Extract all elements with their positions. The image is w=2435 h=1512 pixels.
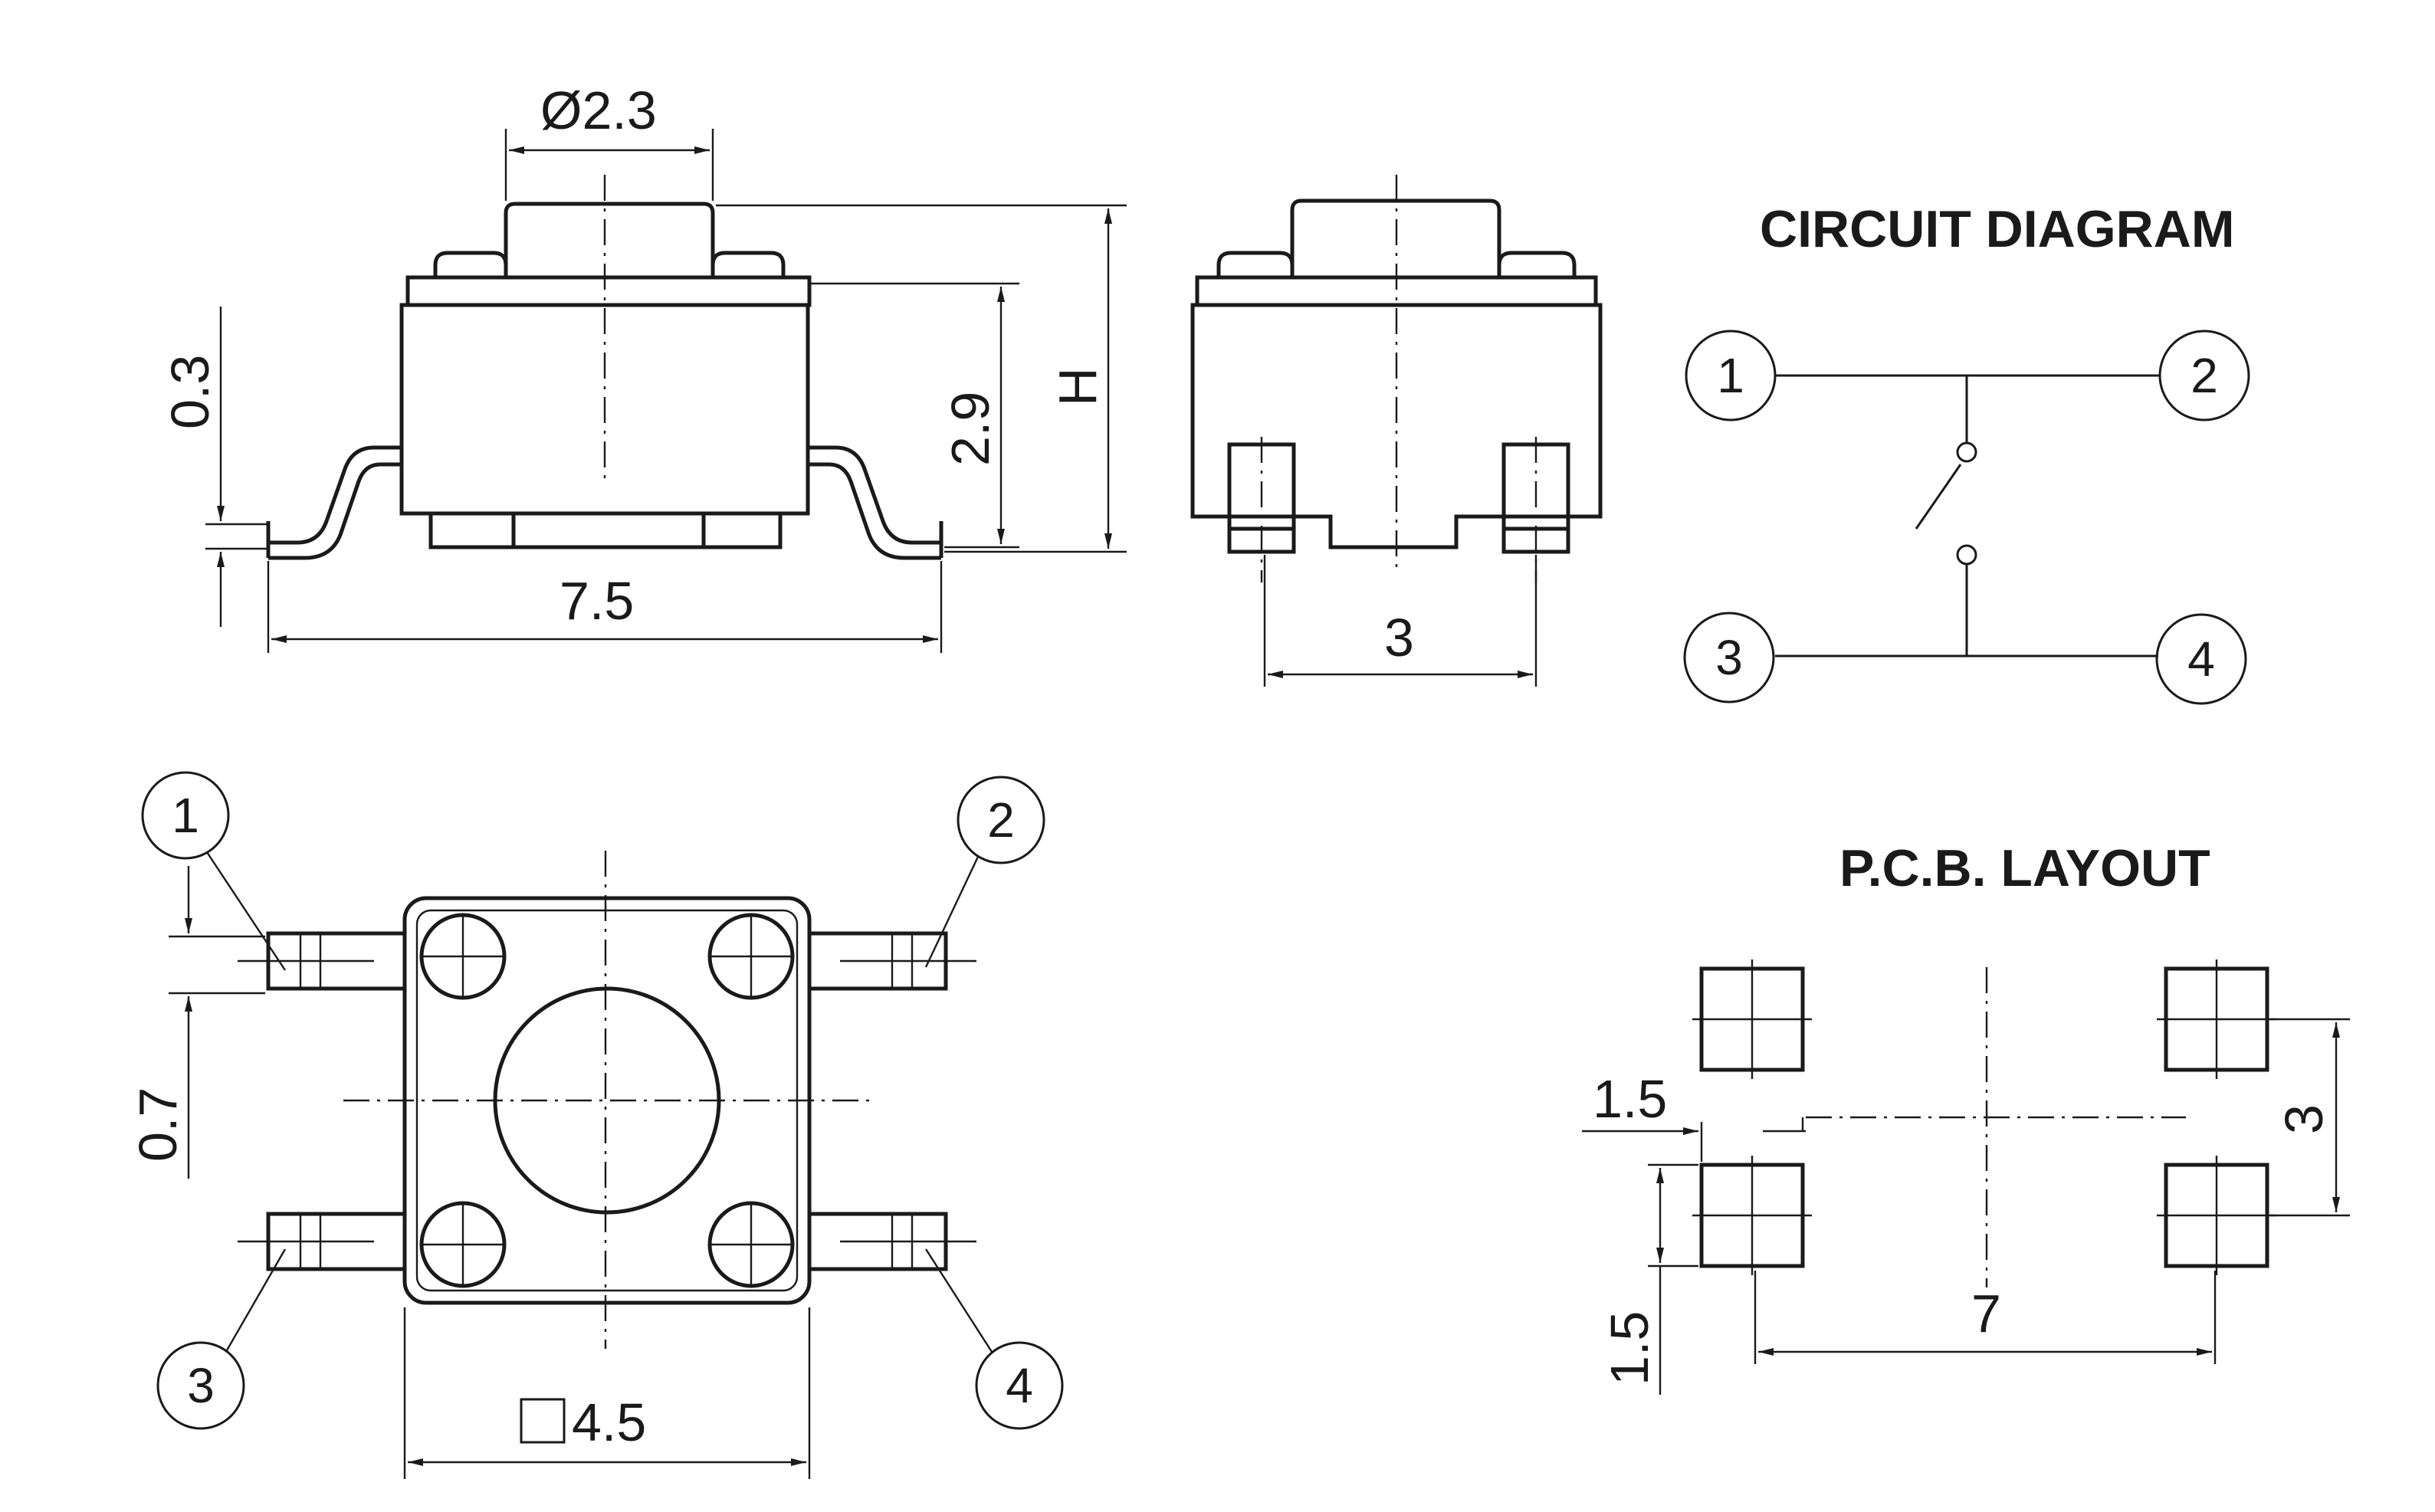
circuit-pin-1: 1 [1717,348,1744,403]
pcb-row-pitch-label: 3 [2274,1104,2334,1134]
body-height-label: 2.9 [940,392,1000,466]
lead-span-label: 7.5 [560,571,634,631]
total-height-label: H [1048,367,1108,406]
top-pin-4: 4 [1006,1358,1033,1413]
pcb-layout: P.C.B. LAYOUT 1.5 1.5 [1582,839,2350,1395]
side-view: 3 [1190,175,1603,687]
plunger-diameter-label: Ø2.3 [540,80,657,140]
pcb-layout-title: P.C.B. LAYOUT [1839,839,2210,897]
circuit-pin-3: 3 [1715,630,1743,685]
top-pin-3: 3 [187,1358,215,1413]
top-view: 1 2 3 4 0.7 4.5 [128,771,1064,1479]
lead-thickness-label: 0.3 [160,355,220,429]
circuit-diagram: CIRCUIT DIAGRAM 1 2 3 4 [1683,200,2250,705]
pcb-span-label: 7 [1971,1284,2001,1343]
lead-width-label: 0.7 [128,1087,188,1162]
circuit-pin-4: 4 [2187,631,2215,687]
pcb-pads [1692,959,2276,1275]
top-pin-1: 1 [172,788,199,843]
body-square-label: 4.5 [572,1392,646,1452]
top-pin-2: 2 [987,792,1015,848]
front-view: Ø2.3 0.3 2.9 H 7.5 [160,80,1127,653]
top-leads [238,931,976,1271]
corner-holes [419,913,795,1288]
side-pin-pitch-label: 3 [1384,608,1414,667]
pcb-pad-width-label: 1.5 [1593,1069,1667,1129]
circuit-diagram-title: CIRCUIT DIAGRAM [1760,200,2235,258]
circuit-pin-2: 2 [2191,348,2218,403]
pcb-pad-height-label: 1.5 [1600,1311,1659,1386]
